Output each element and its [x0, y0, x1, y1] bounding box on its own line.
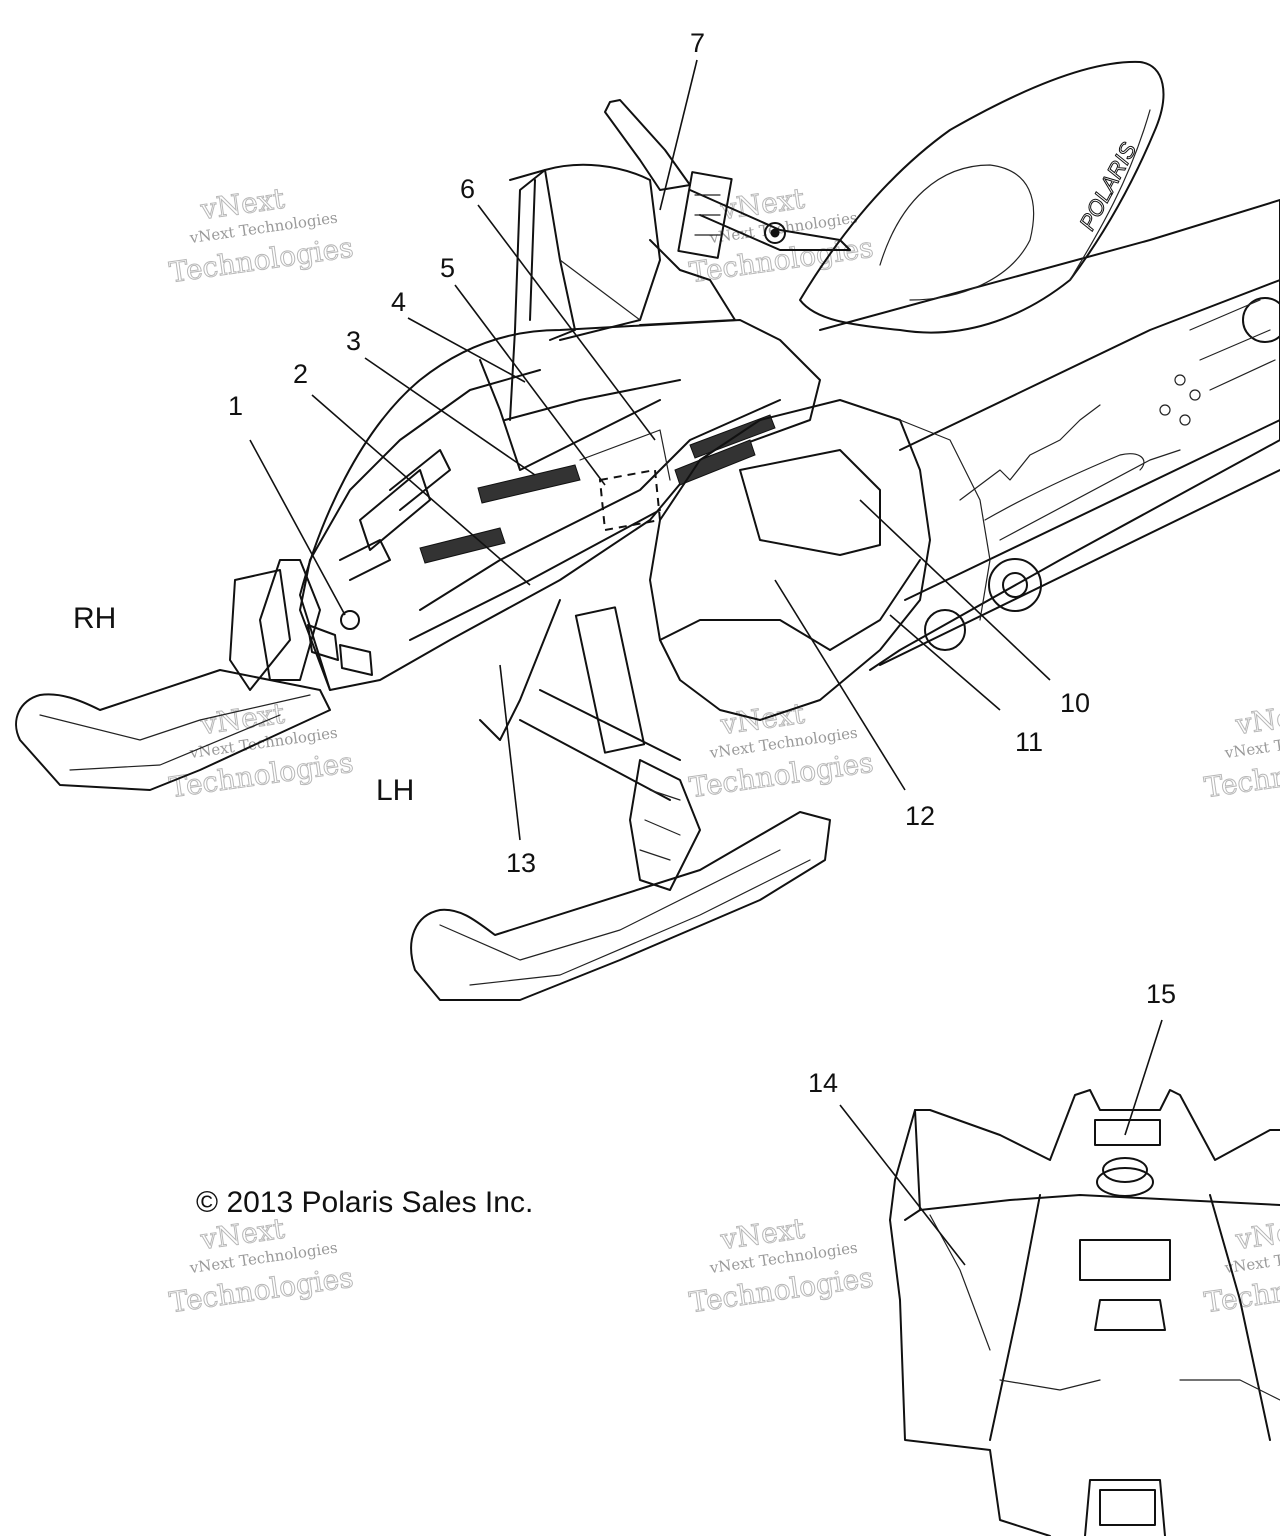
callout-6: 6 [460, 174, 475, 204]
watermark: vNext vNext Technologies Technologies [167, 696, 356, 804]
front-suspension [259, 559, 701, 891]
snowmobile-drawing: POLARIS [15, 60, 1280, 1001]
callout-10: 10 [1060, 688, 1090, 718]
callout-15: 15 [1146, 979, 1176, 1009]
leader-2 [311, 394, 531, 586]
svg-text:vNext: vNext [1233, 697, 1280, 742]
callout-7: 7 [690, 28, 705, 58]
seat-brand-label: POLARIS [1074, 138, 1141, 234]
leader-4 [407, 317, 526, 383]
handlebar [604, 99, 851, 259]
leader-14 [839, 1104, 966, 1266]
leader-6 [477, 204, 656, 441]
leader-12 [774, 579, 906, 791]
watermark: vNext vNext Technologies Technologies [687, 1211, 876, 1319]
watermark-group: vNext vNext Technologies Technologies vN… [167, 181, 1280, 1319]
seat: POLARIS [799, 60, 1165, 334]
watermark: vNext vNext Technologies Technologies [1202, 1211, 1280, 1319]
hood [299, 319, 821, 691]
watermark: vNext vNext Technologies Technologies [1202, 696, 1280, 804]
callout-11: 11 [1015, 727, 1043, 757]
callout-4: 4 [391, 287, 406, 317]
leader-13 [499, 664, 521, 841]
callout-12: 12 [905, 801, 935, 831]
watermark: vNext vNext Technologies Technologies [167, 1211, 356, 1319]
callout-5: 5 [440, 253, 455, 283]
callout-1: 1 [228, 391, 243, 421]
leader-15 [1124, 1019, 1163, 1136]
callout-labels: 1 2 3 4 5 6 7 10 11 12 13 14 15 [228, 28, 1176, 1098]
leader-10 [859, 499, 1051, 681]
leader-1 [249, 439, 346, 616]
callout-14: 14 [808, 1068, 838, 1098]
inset-top-view [889, 1089, 1280, 1536]
watermark: vNext vNext Technologies Technologies [687, 696, 876, 804]
leader-lines [249, 59, 1163, 1266]
leader-5 [454, 284, 606, 486]
leader-11 [889, 614, 1001, 711]
callout-3: 3 [346, 326, 361, 356]
copyright-notice: © 2013 Polaris Sales Inc. [196, 1186, 533, 1219]
leader-7 [659, 59, 698, 211]
right-hand-side-label: RH [73, 602, 116, 635]
svg-text:vNext: vNext [1233, 1212, 1280, 1257]
tunnel-and-track [819, 199, 1280, 671]
side-panel [649, 399, 991, 721]
callout-2: 2 [293, 359, 308, 389]
left-hand-side-label: LH [376, 774, 414, 807]
callout-13: 13 [506, 848, 536, 878]
ski-right-hand [15, 569, 331, 791]
ski-left-hand [410, 811, 831, 1001]
leader-3 [364, 357, 536, 476]
watermark: vNext vNext Technologies Technologies [167, 181, 356, 289]
